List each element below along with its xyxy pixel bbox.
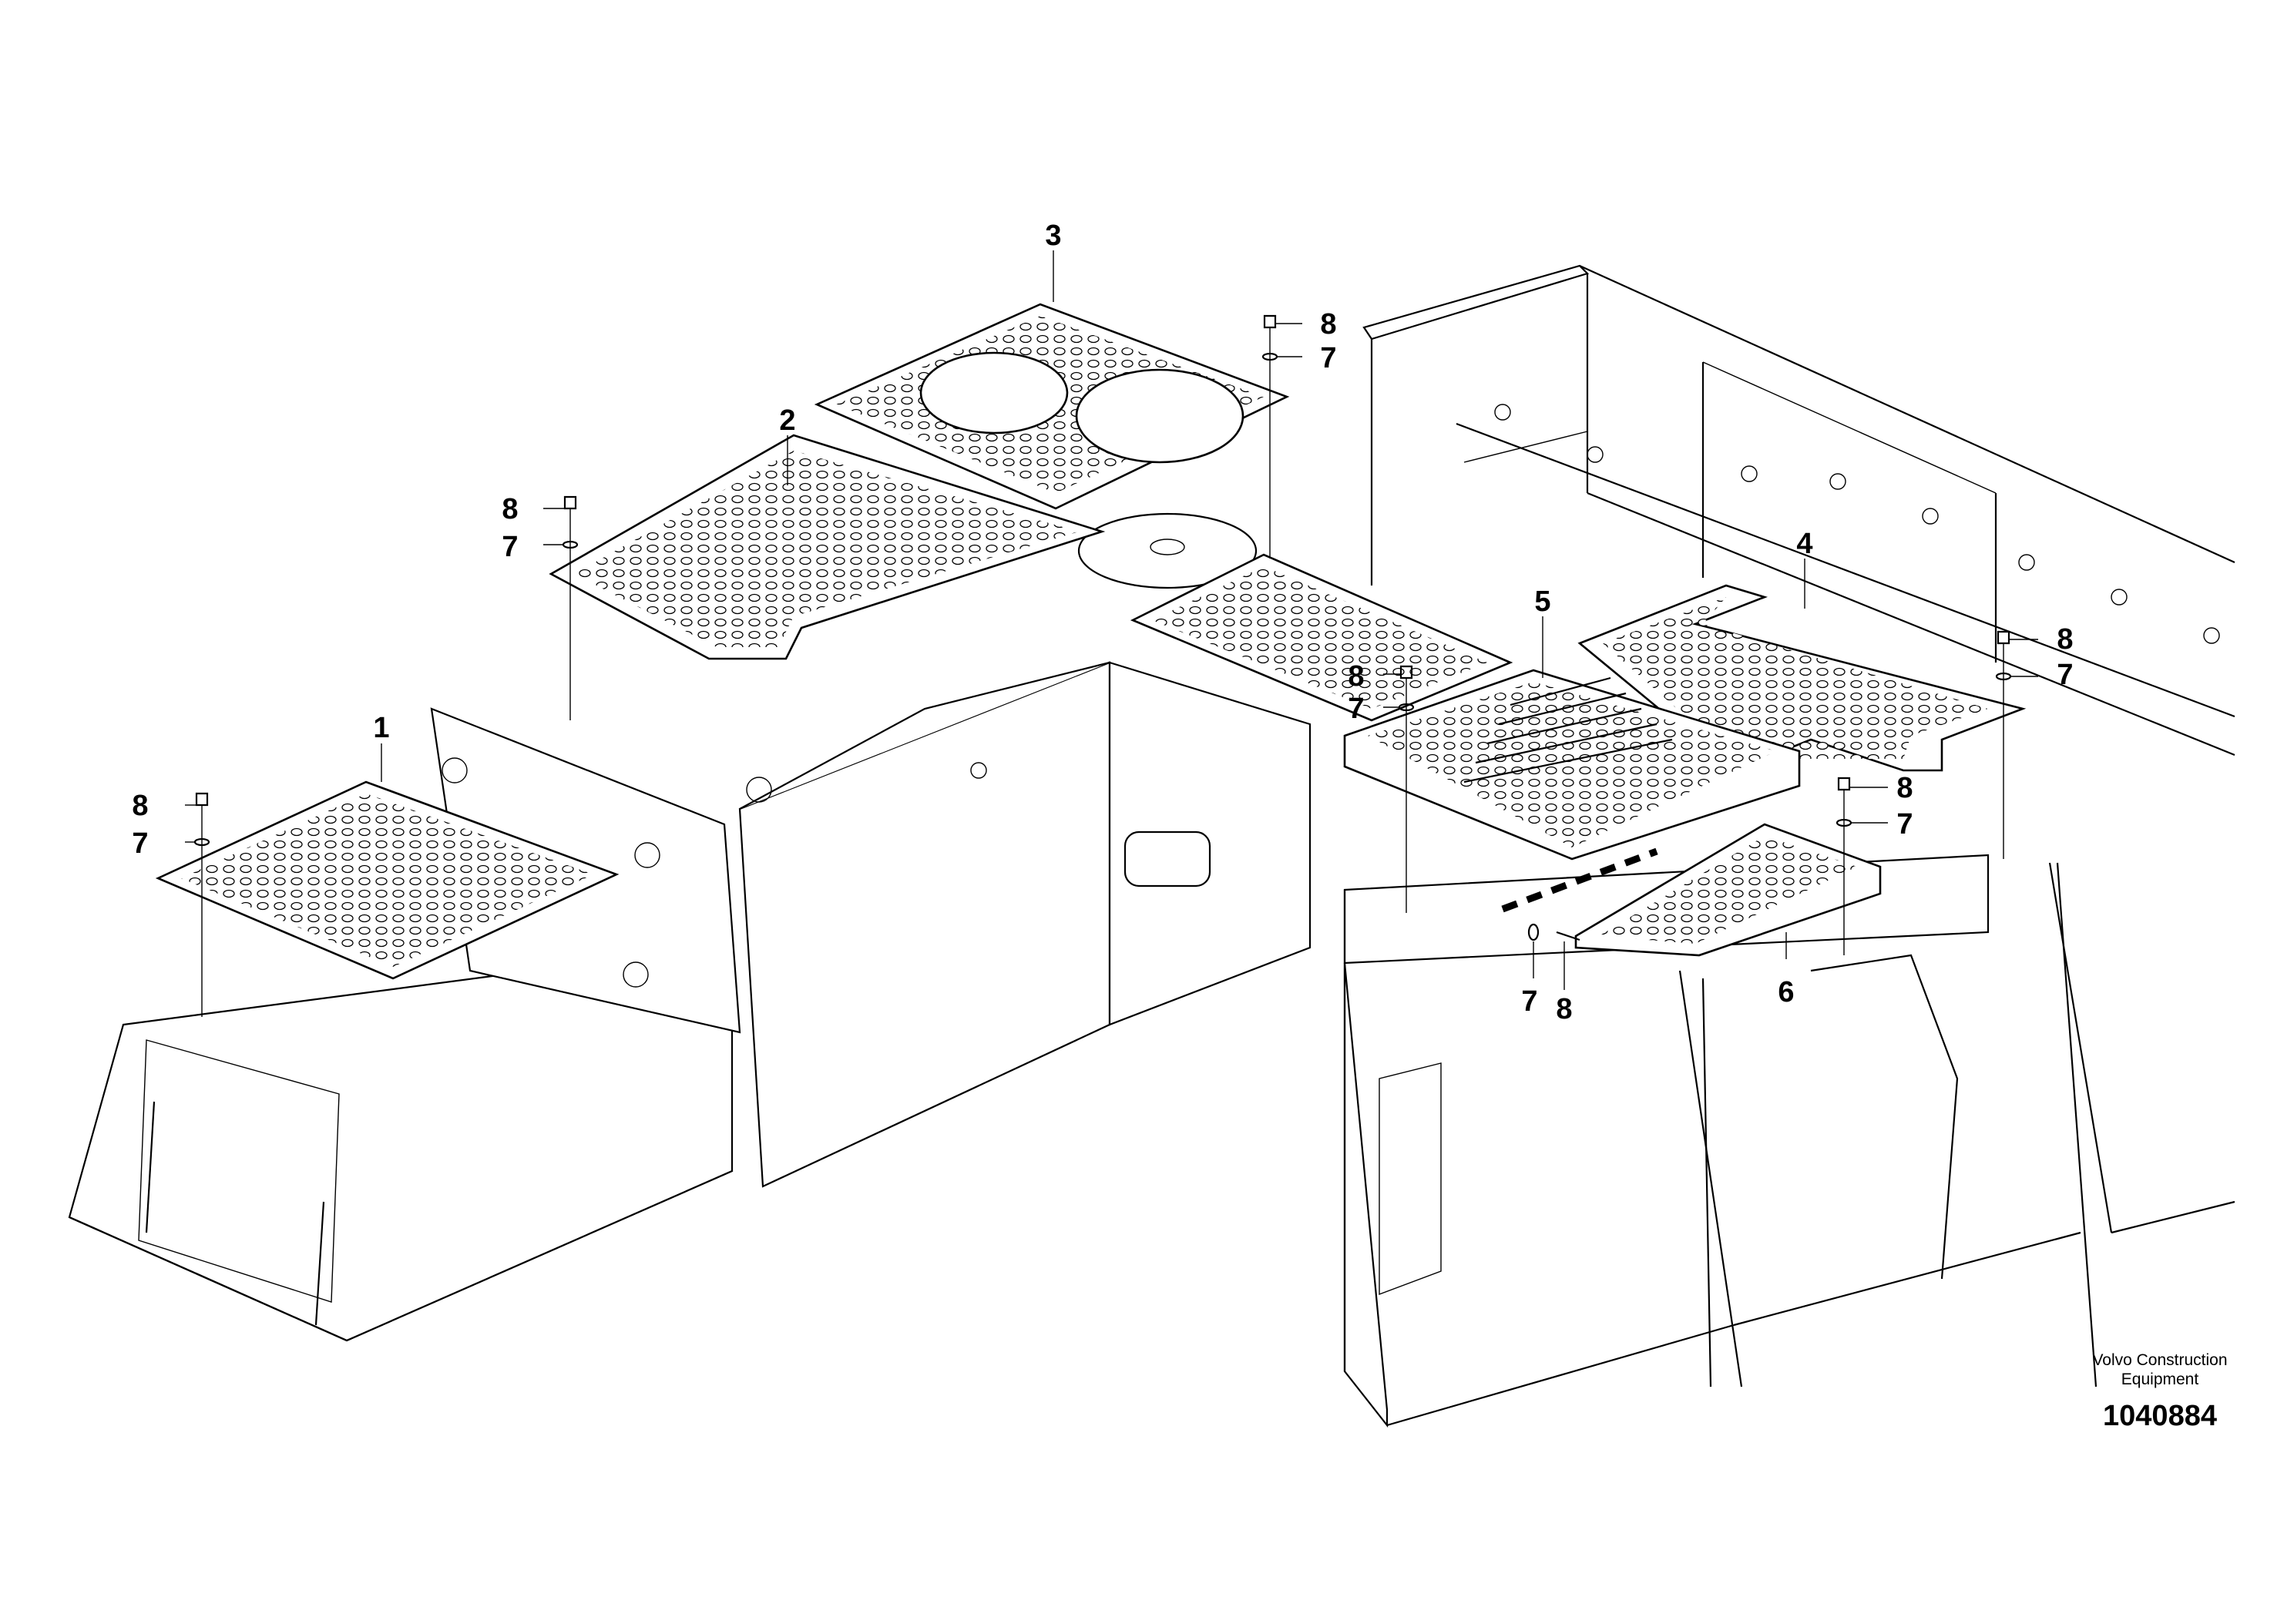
callout-8-plate2: 8 (502, 493, 518, 525)
callout-8-plate6: 8 (1896, 772, 1913, 804)
callout-4: 4 (1796, 528, 1812, 560)
callout-7-plate2: 7 (502, 531, 518, 563)
callout-1: 1 (373, 712, 389, 744)
callout-8-plate5: 8 (1348, 660, 1364, 693)
caption-company-line2: Equipment (2121, 1371, 2199, 1388)
callout-6: 6 (1778, 976, 1794, 1008)
drawing-caption: Volvo Construction Equipment 1040884 (2092, 1351, 2227, 1432)
callout-7-plate4: 7 (2057, 659, 2073, 691)
plate-2 (549, 434, 1106, 660)
lower-bay-structure (1343, 854, 2235, 1428)
plate-6 (1574, 823, 1882, 957)
plate-1 (155, 780, 620, 980)
step-strip (1501, 847, 1658, 913)
rotating-disc (1077, 512, 1258, 589)
callout-8-plate1: 8 (132, 790, 148, 822)
center-tank (738, 661, 1312, 1188)
callout-8-plate4: 8 (2057, 623, 2073, 656)
callout-2: 2 (779, 404, 795, 437)
plate-5 (1343, 669, 1801, 861)
plate-3 (814, 303, 1290, 510)
callout-5: 5 (1534, 586, 1550, 618)
callout-8-side: 8 (1556, 993, 1572, 1025)
caption-company-line1: Volvo Construction (2092, 1351, 2227, 1369)
machine-frame (1362, 264, 2235, 757)
callout-3: 3 (1045, 220, 1061, 252)
callout-7-plate5: 7 (1348, 693, 1364, 725)
callout-7-plate3: 7 (1320, 342, 1336, 374)
callout-7-plate1: 7 (132, 827, 148, 860)
left-housing (68, 707, 741, 1342)
callout-8-plate3: 8 (1320, 308, 1336, 341)
drawing-number: 1040884 (2103, 1400, 2217, 1432)
callout-7-plate6: 7 (1896, 808, 1913, 841)
callout-7-side: 7 (1521, 985, 1537, 1018)
rear-grating (1130, 553, 1513, 722)
fasteners (185, 250, 2038, 1017)
